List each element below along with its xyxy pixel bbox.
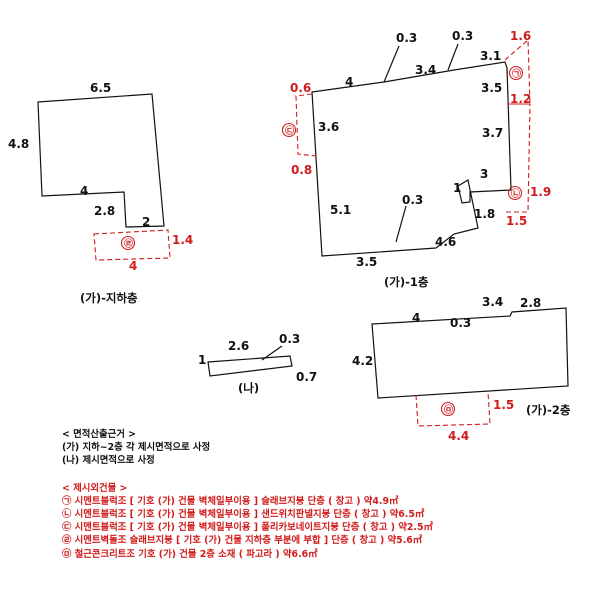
na-dim-1: 0.3 — [279, 332, 300, 346]
basement-outline — [37, 93, 165, 228]
na-dim-3: 0.7 — [296, 370, 317, 384]
annex-marker-ring — [120, 235, 136, 251]
outer-line: ㉢ 시멘트블럭조 [ 기호 (가) 건물 벽체일부이용 ] 폴리카보네이트지붕 … — [62, 522, 433, 534]
floor2-plan: 3.4 2.8 4 0.3 4.2 ㉤ 1.5 4.4 (가)-2층 — [352, 295, 571, 443]
floor1-caption: (가)-1층 — [384, 275, 429, 289]
floor2-outline — [371, 307, 569, 399]
na-caption: (나) — [238, 381, 259, 395]
floor1-dim-13: 4.6 — [435, 235, 456, 249]
basement-plan: 6.5 4.8 4 2.8 2 ㉣ 1.4 4 (가)-지하층 — [8, 81, 193, 305]
floor1-dim-6: 3.6 — [318, 120, 339, 134]
floor1-annex-b-dim-1: 0.8 — [291, 163, 312, 177]
floor1-annex-a-marker: ㉠ — [512, 68, 521, 80]
na-dim-0: 2.6 — [228, 339, 249, 353]
floor2-dim-3: 0.3 — [450, 316, 471, 330]
outer-line: ㉡ 시멘트블럭조 [ 기호 (가) 건물 벽체일부이용 ] 샌드위치판넬지붕 단… — [62, 509, 425, 521]
basement-dim-top: 6.5 — [90, 81, 111, 95]
basis-title: < 면적산출근거 > — [62, 429, 136, 440]
floor1-annex-c-dim-0: 1.9 — [530, 185, 551, 199]
basement-annex-dim-side: 1.4 — [172, 233, 193, 247]
floor1-dim-7: 3.7 — [482, 126, 503, 140]
outer-line: ㉠ 시멘트블럭조 [ 기호 (가) 건물 벽체일부이용 ] 슬래브지붕 단층 (… — [62, 495, 399, 507]
floor1-annex-c-outline — [506, 103, 531, 213]
floor1-dim-1: 0.3 — [452, 29, 473, 43]
floor1-annex-a-dim-0: 1.6 — [510, 29, 531, 43]
floor1-annex-a-dim-1: 1.2 — [510, 92, 531, 106]
basement-dim-bottom: 2 — [142, 215, 150, 229]
basement-dim-step: 4 — [80, 184, 88, 198]
annex-marker-ring — [281, 122, 297, 138]
annex-marker-ring — [508, 65, 524, 81]
floor1-dim-5: 3.5 — [481, 81, 502, 95]
basement-annex-outline — [93, 229, 171, 261]
annex-marker-ring — [507, 185, 523, 201]
floor1-dim-12: 1.8 — [474, 207, 495, 221]
floor2-dim-2: 4 — [412, 311, 420, 325]
floor1-dim-4: 3.4 — [415, 63, 436, 77]
floor1-dim-8: 3 — [480, 167, 488, 181]
outer-title: < 제시외건물 > — [62, 482, 128, 494]
floor2-annex-outline — [415, 391, 491, 427]
na-outline — [207, 355, 293, 377]
basis-line: (나) 제시면적으로 사정 — [62, 455, 155, 467]
floor2-caption: (가)-2층 — [526, 403, 571, 417]
floor1-dim-0: 0.3 — [396, 31, 417, 45]
floor1-leader-c — [395, 205, 407, 243]
floor2-dim-4: 4.2 — [352, 354, 373, 368]
basement-dim-inner: 2.8 — [94, 204, 115, 218]
floor2-annex-dim-side: 1.5 — [493, 398, 514, 412]
floor1-dim-10: 5.1 — [330, 203, 351, 217]
na-plan: 2.6 0.3 1 0.7 (나) — [198, 332, 317, 395]
floor1-outline — [311, 61, 512, 257]
floor1-dim-2: 3.1 — [480, 49, 501, 63]
floor1-annex-b-outline — [295, 93, 317, 157]
floor1-annex-c-marker: ㉡ — [511, 188, 520, 200]
outer-line: ㉤ 철근콘크리트조 기호 (가) 건물 2층 소재 ( 파고라 ) 약6.6㎡ — [62, 548, 318, 560]
basement-dim-left: 4.8 — [8, 137, 29, 151]
basement-caption: (가)-지하층 — [80, 291, 138, 305]
floor1-annex-c-dim-1: 1.5 — [506, 214, 527, 228]
basement-annex-marker: ㉣ — [124, 238, 133, 250]
floor2-dim-0: 3.4 — [482, 295, 503, 309]
basement-annex-dim-bottom: 4 — [129, 259, 137, 273]
outer-line: ㉣ 시멘트벽돌조 슬래브지붕 [ 기호 (가) 건물 지하층 부분에 부합 ] … — [62, 535, 423, 547]
floor2-annex-marker: ㉤ — [444, 404, 453, 416]
floor1-dim-11: 0.3 — [402, 193, 423, 207]
annex-marker-ring — [440, 401, 456, 417]
floor2-annex-dim-bottom: 4.4 — [448, 429, 469, 443]
floor1-leader-b — [447, 43, 459, 71]
na-leader — [261, 345, 283, 361]
floor1-dim-3: 4 — [345, 75, 353, 89]
notes-block: < 면적산출근거 > (가) 지하~2층 각 제시면적으로 사정 (나) 제시면… — [62, 428, 592, 561]
basis-line: (가) 지하~2층 각 제시면적으로 사정 — [62, 442, 211, 454]
floor1-annex-b-marker: ㉢ — [285, 125, 294, 137]
na-dim-2: 1 — [198, 353, 206, 367]
floor1-dim-14: 3.5 — [356, 255, 377, 269]
floor1-leader-a — [383, 45, 400, 83]
floor1-dim-9: 1 — [453, 181, 461, 195]
floor1-annex-b-dim-0: 0.6 — [290, 81, 311, 95]
floor2-dim-1: 2.8 — [520, 296, 541, 310]
floor1-plan: 0.3 0.3 3.1 4 3.4 3.5 3.6 3.7 3 1 5.1 0.… — [281, 29, 551, 289]
